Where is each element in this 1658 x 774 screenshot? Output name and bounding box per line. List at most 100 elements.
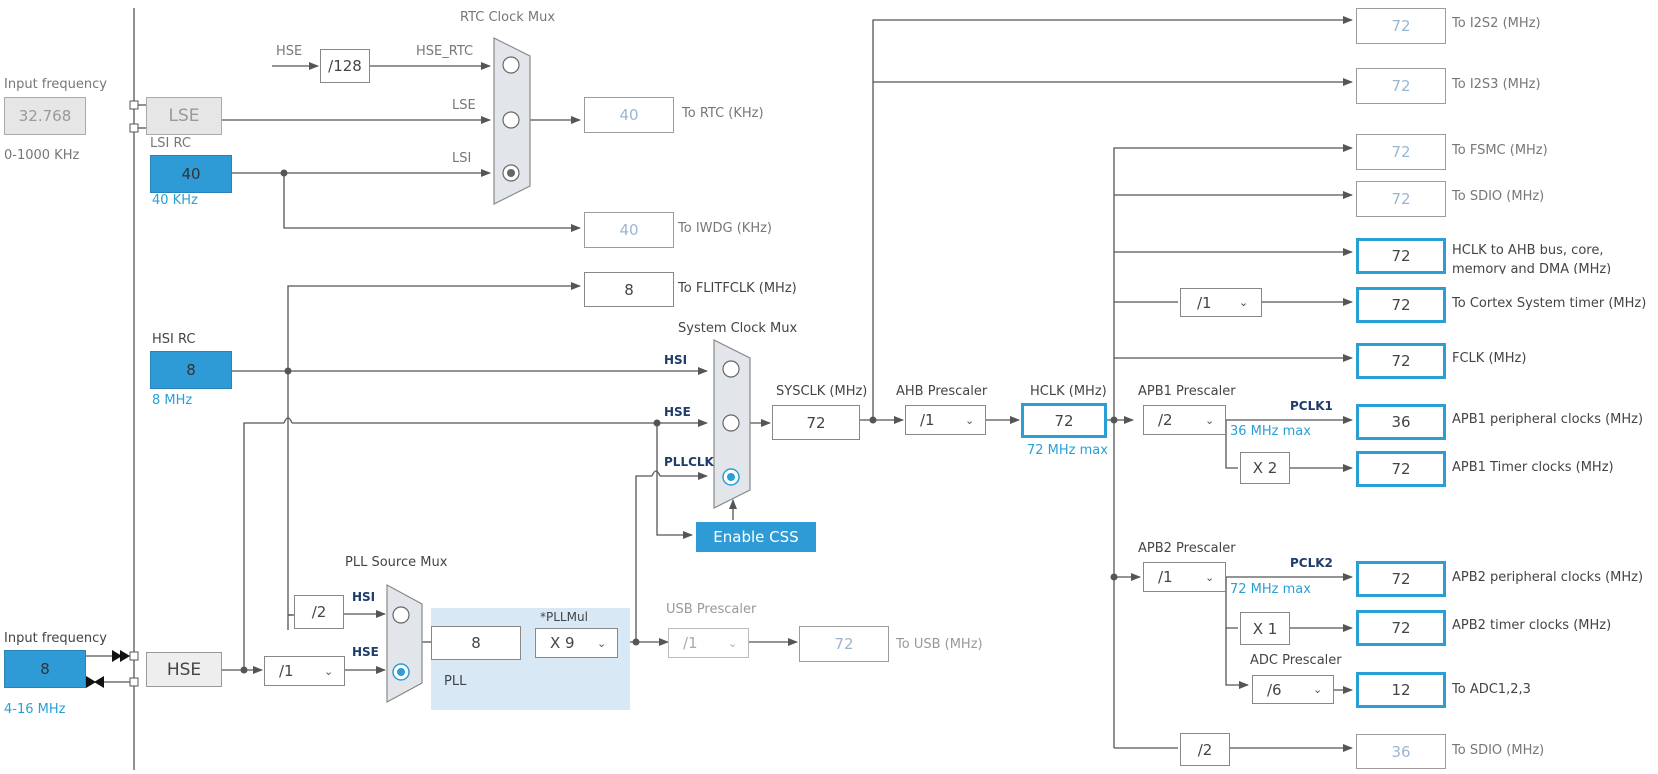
usb-output-label: To USB (MHz) <box>896 637 983 652</box>
hclk-ahb-output-label-1: HCLK to AHB bus, core, <box>1452 243 1604 258</box>
apb2-timer-mul: X 1 <box>1240 612 1290 645</box>
i2s3-output: 72 <box>1356 68 1446 104</box>
iwdg-output: 40 <box>584 212 674 248</box>
hsi-div2: /2 <box>294 595 344 629</box>
adc-prescaler-label: ADC Prescaler <box>1250 653 1342 668</box>
flitf-output-label: To FLITFCLK (MHz) <box>678 281 797 296</box>
system-mux-hsi-label: HSI <box>664 353 688 367</box>
adc-prescaler-select[interactable]: /6 ⌄ <box>1252 675 1334 704</box>
system-mux-pllclk-label: PLLCLK <box>664 455 714 469</box>
usb-output: 72 <box>799 626 889 662</box>
rtc-mux-hse-input: HSE <box>276 44 303 59</box>
hse-predivider-select[interactable]: /1 ⌄ <box>264 656 345 686</box>
chevron-down-icon: ⌄ <box>965 413 975 427</box>
hse-range: 4-16 MHz <box>4 702 66 717</box>
flitf-output: 8 <box>584 272 674 307</box>
chevron-down-icon: ⌄ <box>597 636 607 650</box>
adc-output[interactable]: 12 <box>1356 672 1446 708</box>
pll-label: PLL <box>444 674 467 689</box>
enable-css-button[interactable]: Enable CSS <box>696 522 816 552</box>
pll-mul-label: *PLLMul <box>540 610 588 624</box>
chevron-down-icon: ⌄ <box>1205 413 1215 427</box>
hse-predivider-value: /1 <box>279 662 294 680</box>
i2s2-output-label: To I2S2 (MHz) <box>1452 16 1541 31</box>
apb1-prescaler-select[interactable]: /2 ⌄ <box>1143 405 1226 435</box>
lse-range: 0-1000 KHz <box>4 148 80 163</box>
cortex-timer-div-select[interactable]: /1 ⌄ <box>1180 288 1262 317</box>
apb2-prescaler-value: /1 <box>1158 568 1173 586</box>
pclk2-label: PCLK2 <box>1290 556 1333 570</box>
sysclk-value[interactable]: 72 <box>772 405 860 440</box>
usb-prescaler-value: /1 <box>683 634 698 652</box>
sdio-output-1: 72 <box>1356 181 1446 217</box>
apb1-timer-output[interactable]: 72 <box>1356 451 1446 487</box>
hse-input-frequency-label: Input frequency <box>4 631 107 646</box>
rtc-mux-lsi-label: LSI <box>452 151 472 166</box>
lse-input-frequency-field[interactable]: 32.768 <box>4 97 86 135</box>
pll-source-mux-title: PLL Source Mux <box>345 555 448 570</box>
hclk-label: HCLK (MHz) <box>1030 384 1107 399</box>
rtc-output-label: To RTC (KHz) <box>682 106 764 121</box>
fsmc-output-label: To FSMC (MHz) <box>1452 143 1548 158</box>
i2s2-output: 72 <box>1356 8 1446 44</box>
apb2-prescaler-select[interactable]: /1 ⌄ <box>1143 562 1226 592</box>
cortex-timer-div-value: /1 <box>1197 293 1212 312</box>
ahb-prescaler-value: /1 <box>920 411 935 429</box>
apb1-timer-mul: X 2 <box>1240 452 1290 484</box>
sdio-output-2-label: To SDIO (MHz) <box>1452 743 1545 758</box>
chevron-down-icon: ⌄ <box>1239 296 1249 309</box>
hse-block[interactable]: HSE <box>146 652 222 687</box>
apb2-peripheral-output[interactable]: 72 <box>1356 561 1446 597</box>
iwdg-output-label: To IWDG (KHz) <box>678 221 772 236</box>
apb2-timer-output[interactable]: 72 <box>1356 610 1446 646</box>
apb2-peripheral-label: APB2 peripheral clocks (MHz) <box>1452 570 1644 585</box>
apb2-max: 72 MHz max <box>1230 582 1311 597</box>
apb1-prescaler-label: APB1 Prescaler <box>1138 384 1236 399</box>
sysclk-label: SYSCLK (MHz) <box>776 384 868 399</box>
apb1-prescaler-value: /2 <box>1158 411 1173 429</box>
sdio-div2: /2 <box>1180 733 1230 766</box>
apb2-timer-label: APB2 timer clocks (MHz) <box>1452 618 1612 633</box>
pll-mul-select[interactable]: X 9 ⌄ <box>535 628 618 658</box>
hse-input-frequency-field[interactable]: 8 <box>4 650 86 688</box>
hsi-title: HSI RC <box>152 332 196 347</box>
rtc-output: 40 <box>584 97 674 133</box>
apb1-peripheral-label: APB1 peripheral clocks (MHz) <box>1452 412 1644 427</box>
chevron-down-icon: ⌄ <box>728 636 738 650</box>
apb1-timer-label: APB1 Timer clocks (MHz) <box>1452 460 1614 475</box>
apb1-max: 36 MHz max <box>1230 424 1311 439</box>
chevron-down-icon: ⌄ <box>1313 683 1323 696</box>
usb-prescaler-select[interactable]: /1 ⌄ <box>668 628 749 658</box>
rtc-mux-title: RTC Clock Mux <box>460 10 556 25</box>
hsi-rc-block[interactable]: 8 <box>150 351 232 389</box>
sdio-output-2: 36 <box>1356 734 1446 769</box>
chevron-down-icon: ⌄ <box>1205 570 1215 584</box>
hclk-ahb-output-label-2: memory and DMA (MHz) <box>1452 262 1612 274</box>
pll-mux-hse-label: HSE <box>352 645 379 659</box>
ahb-prescaler-select[interactable]: /1 ⌄ <box>905 405 986 435</box>
hsi-frequency: 8 MHz <box>152 393 193 408</box>
rtc-mux-lse-label: LSE <box>452 98 476 113</box>
fclk-output-label: FCLK (MHz) <box>1452 351 1527 366</box>
cortex-timer-output[interactable]: 72 <box>1356 287 1446 323</box>
lse-input-frequency-label: Input frequency <box>4 77 107 92</box>
hclk-ahb-output[interactable]: 72 <box>1356 238 1446 274</box>
lsi-title: LSI RC <box>150 136 191 151</box>
hclk-value[interactable]: 72 <box>1021 403 1107 438</box>
lsi-rc-block[interactable]: 40 <box>150 155 232 193</box>
lse-block[interactable]: LSE <box>146 97 222 135</box>
fsmc-output: 72 <box>1356 134 1446 170</box>
fclk-output[interactable]: 72 <box>1356 343 1446 379</box>
rtc-mux-hse-rtc-label: HSE_RTC <box>416 44 474 59</box>
pll-source-mux <box>386 583 423 704</box>
pll-input-value: 8 <box>431 626 521 660</box>
system-mux-title: System Clock Mux <box>678 321 798 336</box>
cortex-timer-output-label: To Cortex System timer (MHz) <box>1452 296 1647 311</box>
apb1-peripheral-output[interactable]: 36 <box>1356 404 1446 440</box>
adc-output-label: To ADC1,2,3 <box>1452 682 1531 697</box>
adc-prescaler-value: /6 <box>1267 680 1282 699</box>
ahb-prescaler-label: AHB Prescaler <box>896 384 988 399</box>
pclk1-label: PCLK1 <box>1290 399 1333 413</box>
hclk-max: 72 MHz max <box>1027 443 1108 458</box>
